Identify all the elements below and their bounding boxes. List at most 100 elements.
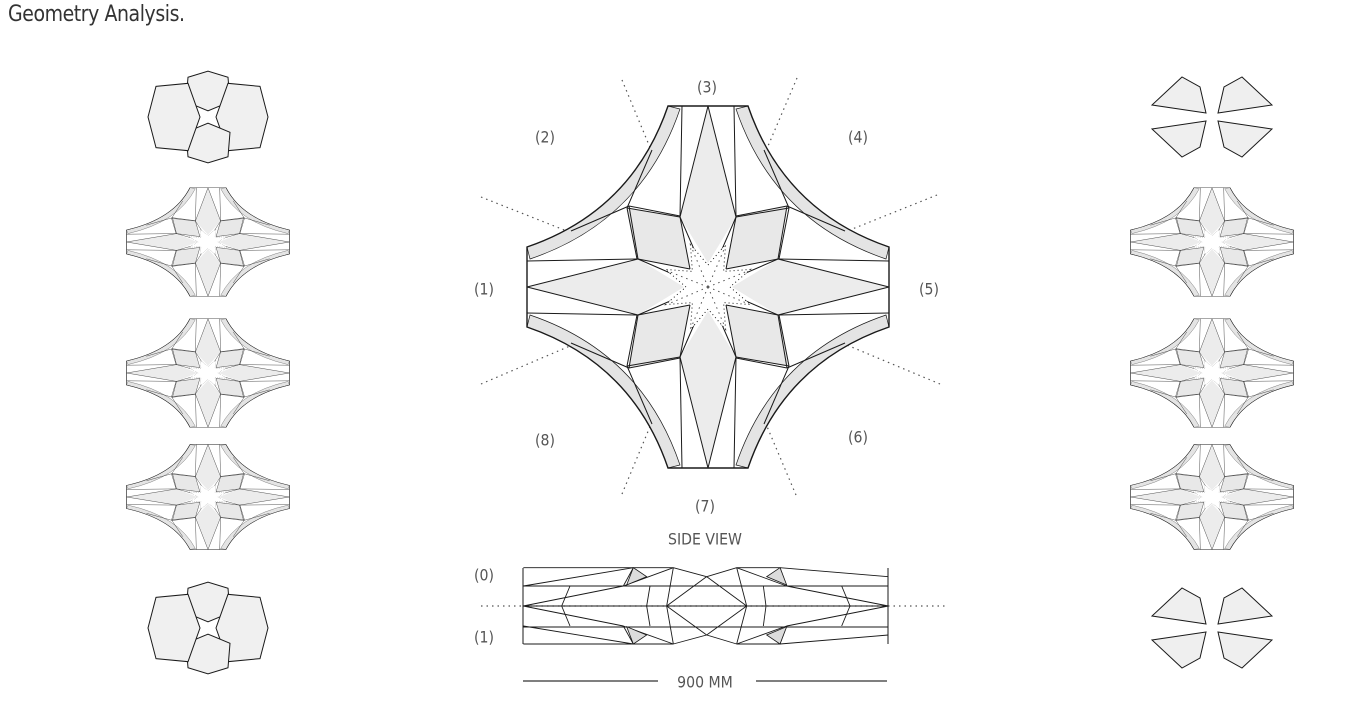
crease-line <box>1220 233 1244 237</box>
crease-line <box>1236 457 1249 475</box>
crease-line <box>1224 517 1248 521</box>
shaded-kite <box>1199 444 1225 491</box>
crease-line <box>215 476 221 492</box>
shaded-kite <box>1199 503 1225 550</box>
side-crease-line <box>523 585 624 607</box>
crease-line <box>637 304 691 316</box>
crease-line <box>1176 250 1181 267</box>
shaded-kite <box>1130 488 1202 506</box>
shaded-kite <box>195 318 221 366</box>
crease-line <box>1223 318 1225 353</box>
crease-line <box>777 258 890 262</box>
crease-line <box>1243 218 1249 234</box>
crease-line <box>232 396 245 415</box>
crease-line <box>626 149 653 209</box>
crease-line <box>1199 247 1205 264</box>
side-crease-line <box>779 634 889 645</box>
module-thumbnail <box>126 444 290 550</box>
page-title: Geometry Analysis. <box>8 2 185 27</box>
crease-line <box>239 488 290 490</box>
crease-line <box>1224 473 1249 477</box>
crease-line <box>1243 349 1249 365</box>
crease-line <box>1236 331 1249 350</box>
side-crease-line <box>646 605 651 627</box>
crease-line <box>570 342 630 369</box>
side-crease-line <box>673 634 707 645</box>
crease-line <box>146 217 173 226</box>
crease-line <box>239 250 245 266</box>
crease-line <box>725 304 737 358</box>
side-shaded-facet <box>765 625 788 645</box>
crease-line <box>239 217 244 234</box>
crease-line <box>725 216 737 270</box>
crease-line <box>1243 372 1294 382</box>
shaded-kite <box>1130 364 1202 382</box>
crease-line <box>1130 364 1181 366</box>
crease-line <box>239 488 290 498</box>
crease-line <box>243 217 270 226</box>
crease-line <box>126 364 177 366</box>
crease-line <box>1176 348 1200 352</box>
shaded-diagonal-kite <box>1176 247 1204 267</box>
crease-line <box>215 351 221 368</box>
crease-line <box>172 263 196 267</box>
thumbnail-left-1 <box>147 70 269 164</box>
crease-line <box>1199 220 1205 237</box>
crease-line <box>171 473 196 477</box>
crease-line <box>626 314 638 367</box>
crease-line <box>570 205 630 232</box>
crease-line <box>171 349 196 353</box>
crease-line <box>219 187 221 222</box>
crease-line <box>239 381 244 398</box>
crease-line <box>146 389 173 398</box>
crease-line <box>1224 349 1249 353</box>
thumbnail-left-4 <box>126 444 290 550</box>
module-thumbnail <box>126 318 290 428</box>
shaded-diagonal-kite <box>216 348 244 368</box>
center-star-opening <box>1192 228 1232 256</box>
crease-line <box>172 217 196 221</box>
shaded-kite <box>195 503 221 550</box>
crease-line <box>1220 364 1244 368</box>
crease-line <box>126 488 177 498</box>
crease-line <box>195 444 209 477</box>
crease-line <box>1175 393 1200 397</box>
crease-line <box>1176 473 1181 489</box>
crease-line <box>1211 517 1225 550</box>
crease-line <box>207 444 221 477</box>
crease-line <box>126 504 177 506</box>
crease-line <box>1150 348 1177 357</box>
crease-line <box>239 504 290 506</box>
shaded-diagonal-kite <box>1220 348 1248 368</box>
shaded-kite <box>680 106 736 263</box>
shaded-diagonal-kite <box>1220 502 1249 520</box>
crease-line <box>628 314 639 369</box>
crease-line <box>146 348 173 357</box>
crease-line <box>232 519 245 537</box>
module-outline <box>1130 444 1294 550</box>
crease-line <box>1175 519 1188 537</box>
crease-line <box>1130 364 1181 374</box>
crease-line <box>195 187 209 222</box>
crease-line <box>239 250 244 267</box>
crease-line <box>733 356 737 469</box>
shaded-kite <box>218 488 290 506</box>
shaded-diagonal-kite <box>1175 474 1204 492</box>
shaded-diagonal-kite <box>1175 218 1204 237</box>
crease-line <box>1130 241 1181 251</box>
shaded-diagonal-kite <box>172 378 200 398</box>
crease-line <box>239 364 290 366</box>
crease-line <box>1219 220 1225 237</box>
crease-line <box>195 378 201 395</box>
crease-line <box>172 348 177 365</box>
crease-line <box>171 517 196 521</box>
crease-line <box>1224 263 1248 267</box>
crease-line <box>777 258 890 288</box>
module-outline <box>126 318 290 428</box>
crease-line <box>1220 488 1244 492</box>
crease-line <box>679 105 683 218</box>
crease-line <box>1199 262 1213 297</box>
radial-axis-center <box>707 250 725 288</box>
crease-line <box>777 312 890 316</box>
